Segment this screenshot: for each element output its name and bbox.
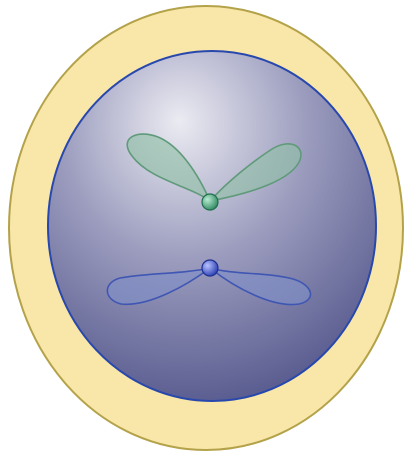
blue-centromere <box>202 260 218 276</box>
green-centromere <box>202 194 218 210</box>
nucleus <box>48 51 376 401</box>
